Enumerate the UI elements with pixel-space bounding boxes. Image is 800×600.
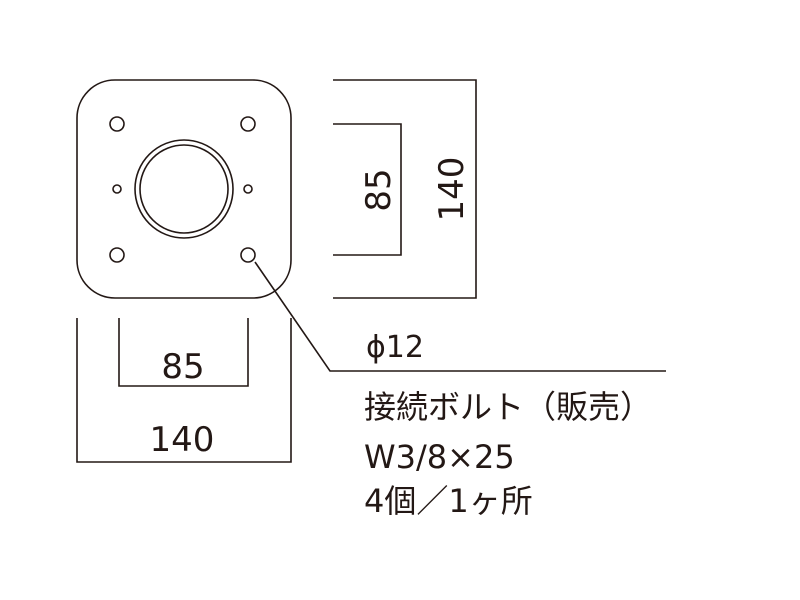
base-plate-outline [76, 79, 292, 299]
small-hole-right [243, 184, 253, 194]
dimension-line-vertical-85 [333, 123, 402, 256]
bolt-hole-top-left [109, 116, 125, 132]
dimension-label-horizontal-140: 140 [150, 420, 215, 460]
dimension-label-horizontal-85: 85 [161, 347, 204, 387]
bolt-size-label: W3/8×25 [364, 438, 515, 476]
bolt-quantity-label: 4個／1ヶ所 [364, 482, 533, 520]
pipe-inner-circle [139, 144, 229, 234]
bolt-hole-bottom-right [240, 247, 256, 263]
bolt-name-label: 接続ボルト（販売） [364, 388, 652, 426]
dimension-line-horizontal-85 [118, 318, 249, 387]
bolt-hole-bottom-left [109, 247, 125, 263]
hole-diameter-label: ϕ12 [366, 330, 424, 365]
dimension-line-horizontal-140 [76, 318, 292, 463]
pipe-outer-circle [134, 139, 234, 239]
dimension-label-vertical-85: 85 [359, 168, 399, 211]
leader-line [254, 261, 666, 372]
dimension-label-vertical-140: 140 [432, 157, 472, 222]
small-hole-left [112, 184, 122, 194]
bolt-hole-top-right [240, 116, 256, 132]
dimension-line-vertical-140 [333, 79, 477, 299]
